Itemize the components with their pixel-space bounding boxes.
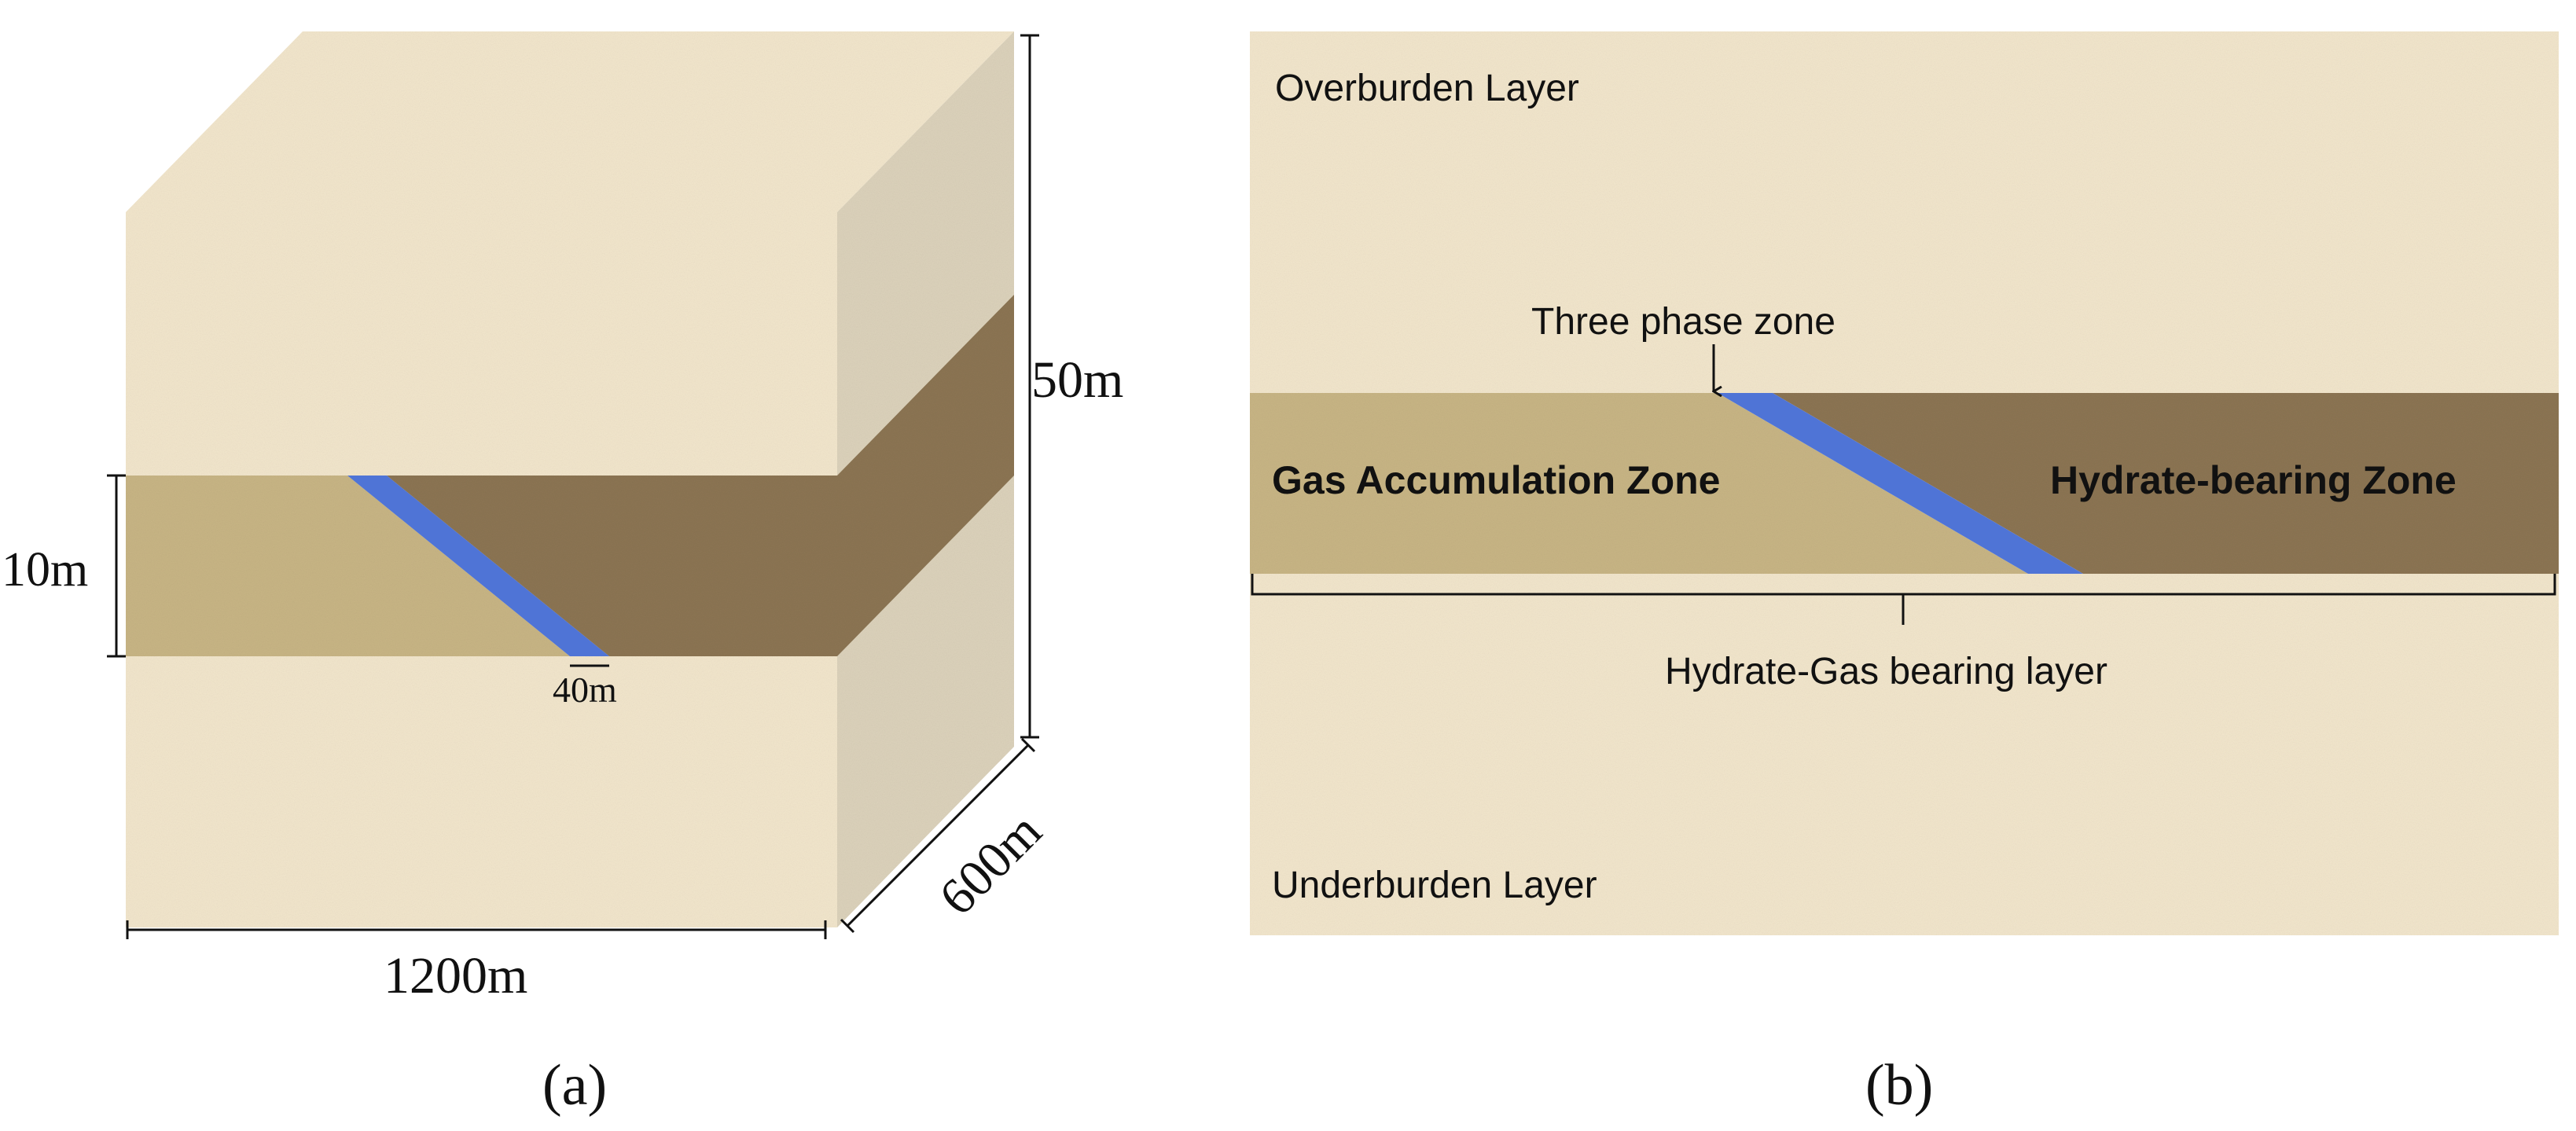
three-phase-zone — [1718, 393, 2083, 574]
panel-a: 10m 40m 50m 1200m 600m (a) — [2, 31, 1123, 1118]
front-three-phase-zone — [347, 476, 609, 656]
dim-layer-thickness — [107, 474, 126, 658]
bearing-layer-label: Hydrate-Gas bearing layer — [1665, 651, 2107, 692]
overburden-label: Overburden Layer — [1275, 68, 1579, 109]
hydrate-zone-label: Hydrate-bearing Zone — [2050, 458, 2457, 502]
caption-b: (b) — [1865, 1053, 1933, 1118]
dim-length-label: 1200m — [384, 947, 527, 1004]
hydrate-bearing-zone — [1773, 393, 2559, 574]
dim-zone-width-label: 40m — [553, 670, 617, 710]
dim-depth — [840, 737, 1036, 934]
front-gas-zone — [126, 476, 570, 656]
three-phase-label: Three phase zone — [1531, 301, 1836, 343]
underburden-label: Underburden Layer — [1272, 865, 1597, 906]
dim-depth-label: 600m — [928, 802, 1053, 927]
side-hydrate-layer — [837, 295, 1014, 656]
front-hydrate-zone — [387, 476, 837, 656]
caption-a: (a) — [542, 1053, 607, 1118]
underburden-layer — [1250, 574, 2559, 935]
dim-height — [1020, 34, 1039, 739]
panel-b: Overburden Layer Underburden Layer Three… — [1250, 31, 2559, 1118]
dim-length — [126, 920, 827, 939]
overburden-layer — [1250, 31, 2559, 393]
block-top-face — [126, 31, 1014, 212]
bearing-layer-brace — [1251, 574, 2556, 625]
dim-height-label: 50m — [1031, 351, 1123, 409]
dim-layer-thickness-label: 10m — [2, 543, 88, 597]
gas-accumulation-zone — [1250, 393, 2028, 574]
gas-zone-label: Gas Accumulation Zone — [1272, 458, 1720, 502]
